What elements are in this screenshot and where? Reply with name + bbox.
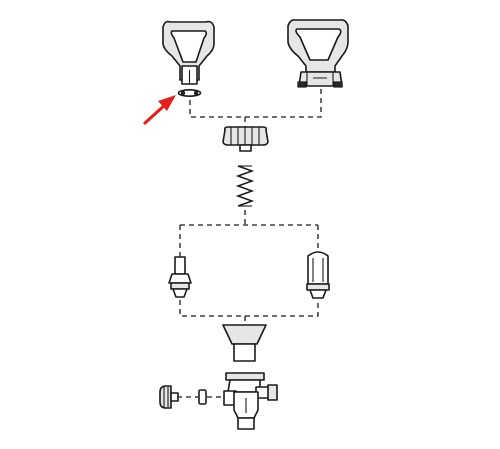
spring	[235, 165, 255, 207]
handle-right	[287, 19, 349, 88]
stem-right-ring	[306, 283, 330, 291]
o-ring-body	[198, 389, 207, 405]
handle-right-tab-left	[297, 81, 307, 88]
retaining-clip-hole-right	[193, 90, 199, 96]
rubber-seal	[222, 324, 267, 362]
retaining-clip-hole-left	[180, 90, 186, 96]
bonnet-nut	[222, 126, 269, 152]
stem-right-body	[307, 251, 329, 285]
handle-left	[162, 20, 215, 85]
stem-left-shaft	[174, 256, 186, 275]
stem-left-tip	[172, 288, 188, 298]
faucet-body-spout	[237, 417, 255, 430]
thumb-screw-head	[159, 385, 172, 409]
handle-right-tab-right	[333, 81, 343, 88]
thumb-screw	[159, 385, 179, 409]
spring-coil	[235, 165, 255, 207]
faucet-body-right-port-nut	[267, 384, 278, 401]
thumb-screw-shaft	[170, 392, 179, 402]
connector-stems-to-seal	[179, 300, 319, 323]
retaining-clip	[177, 89, 202, 98]
bonnet-nut-neck	[239, 144, 252, 152]
rubber-seal-stem	[233, 343, 256, 362]
arrow-icon	[143, 95, 176, 125]
stem-right	[306, 251, 330, 299]
pointer-head	[158, 95, 176, 111]
faucet-body-top-flange	[225, 372, 265, 381]
stem-left	[168, 256, 192, 298]
rubber-seal-cone	[222, 324, 267, 345]
faucet-body	[223, 372, 278, 430]
bonnet-nut-flats	[230, 127, 260, 145]
handle-right-opening	[295, 28, 342, 61]
handle-right-collar-ribs	[306, 72, 334, 86]
stem-left-collar	[168, 273, 192, 284]
connector-lines	[177, 86, 322, 398]
stem-left-ring	[170, 282, 190, 290]
thumb-screw-knurl	[163, 387, 169, 407]
handle-left-opening	[170, 30, 208, 63]
pointer-shaft	[143, 102, 168, 125]
stem-right-tip	[309, 289, 327, 299]
connector-spring-to-stems	[179, 210, 319, 258]
o-ring	[198, 389, 207, 405]
connector-handles-to-nut	[189, 86, 322, 127]
